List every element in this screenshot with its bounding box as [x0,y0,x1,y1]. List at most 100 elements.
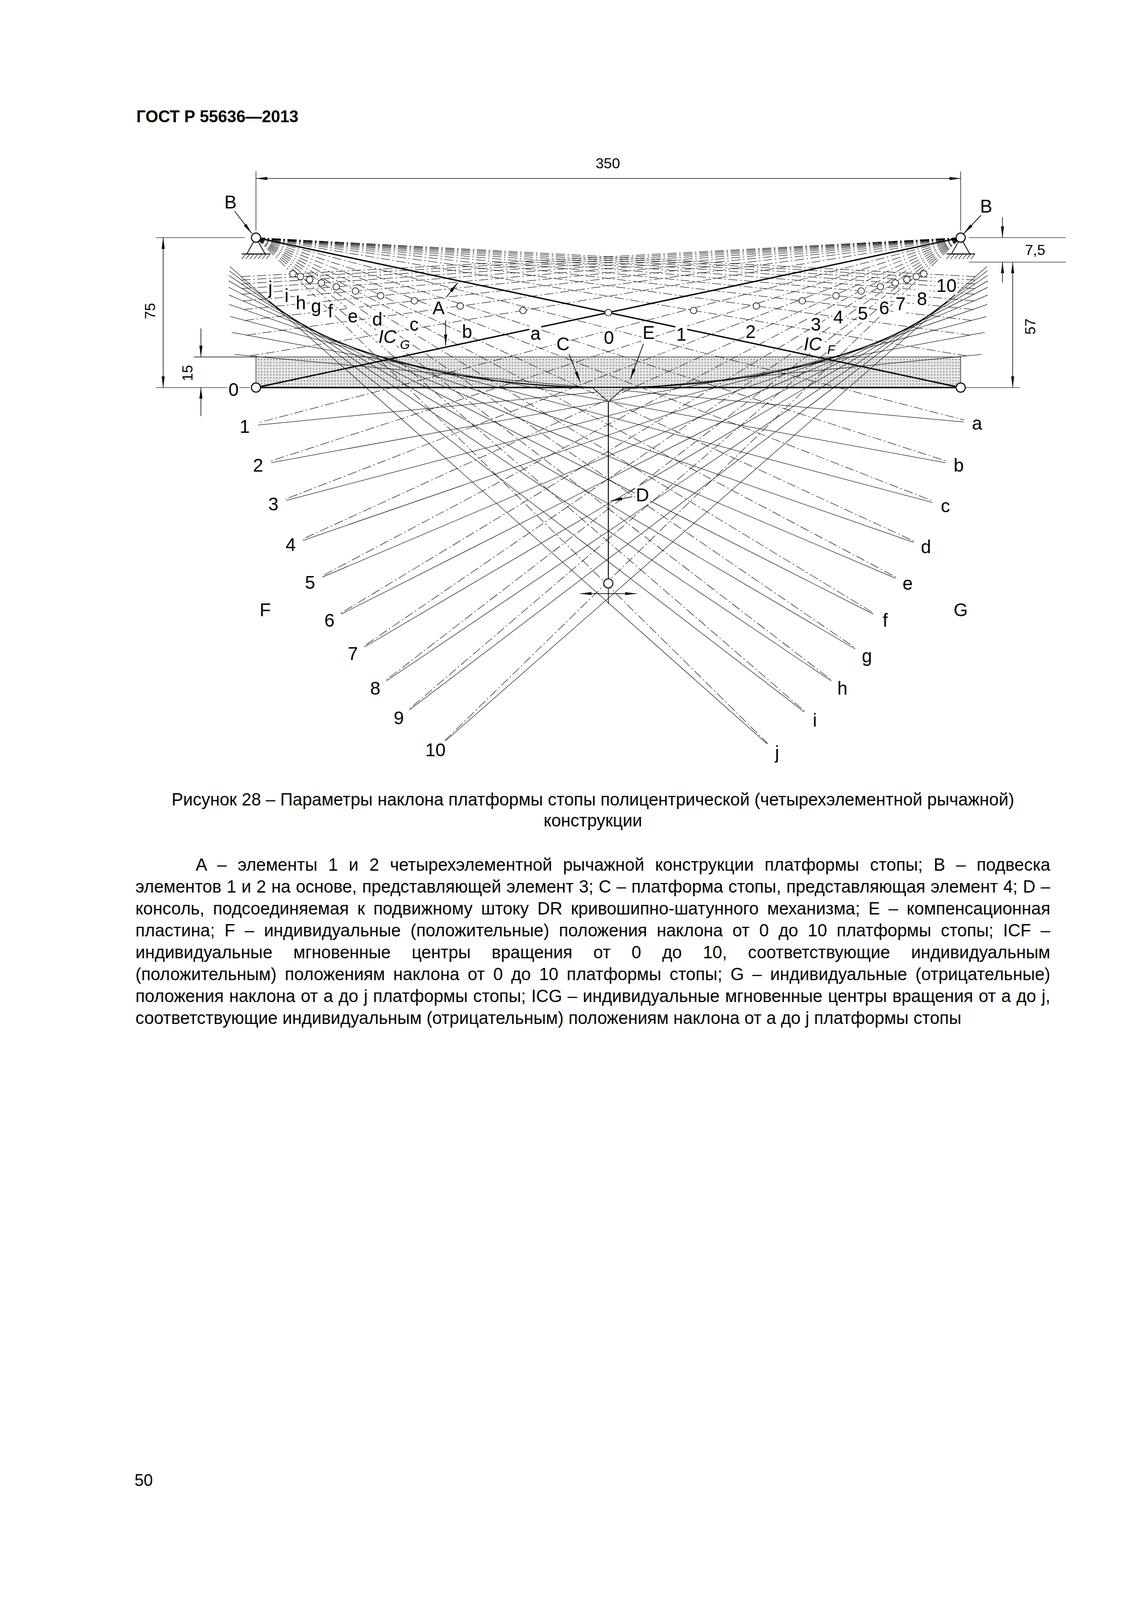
instant-centre [306,276,313,283]
instant-centre [798,297,806,304]
position-letter: b [952,456,965,475]
centre-symbol: IC [377,327,398,346]
instant-centre [903,276,910,283]
platform-position-line [230,316,933,503]
position-number: 4 [832,307,845,327]
position-number: 8 [369,679,382,698]
position-number: 10 [935,276,958,295]
ground-hatch [954,254,959,260]
instant-centre [913,273,920,280]
link-line [255,237,975,295]
link-line [242,237,961,289]
dimension-value: 57 [1022,317,1038,336]
instant-centre [297,273,304,280]
ground-hatch [254,254,259,260]
position-number: 6 [323,611,336,630]
instant-centre [876,283,884,291]
link-line [241,237,961,281]
ground-hatch [946,254,951,260]
console-line [607,588,609,604]
dimension-value: 7,5 [1023,242,1046,258]
position-letter: i [811,710,818,730]
motion-arrow [580,593,637,595]
instant-centre [920,270,927,277]
position-letter: c [939,496,951,515]
instant-centre [892,279,899,286]
leader-arrow [630,343,644,380]
position-letter: f [326,301,334,321]
platform-position-line [386,275,988,681]
callout-letter: B [979,197,994,216]
centre-symbol: IC [802,334,823,353]
page-number: 50 [133,1472,154,1489]
dimension-value: 15 [180,364,195,383]
dimension-line [200,328,202,358]
ground-hatch [262,254,267,260]
position-number: 7 [894,294,907,313]
console-mount [592,387,624,402]
dimension-value: 75 [142,301,158,321]
instant-centre [456,302,464,310]
instant-centre [857,287,865,295]
legend-note: A – элементы 1 и 2 четырехэлементной рыч… [135,853,1051,1029]
link-line [255,237,914,541]
position-number: 5 [856,304,869,323]
link-line [363,237,961,647]
instant-centre [690,307,697,314]
callout-letter: D [634,485,650,504]
link-line [255,237,874,613]
extension-line [193,356,256,358]
platform-position-line [229,270,805,713]
lever-element [255,237,961,388]
link-line [255,237,832,681]
position-number: 3 [809,315,822,334]
extension-line [255,171,257,231]
position-letter: d [371,310,384,329]
dimension-line [1012,262,1013,388]
position-letter: b [461,322,473,341]
ground-hatch [966,254,971,260]
link-line [255,237,976,281]
instant-centre [752,302,760,310]
leader-arrow [234,211,252,234]
ground-hatch [950,254,955,260]
centre-subscript: G [399,338,411,352]
drawing [155,171,1066,744]
instant-centre [377,292,384,299]
leader-arrow [569,353,581,383]
instant-centre [411,297,418,304]
link-line [246,237,961,336]
dimension-line [162,237,164,388]
extension-line [968,237,1066,238]
position-number: 5 [304,573,317,592]
position-letter: a [529,324,542,343]
position-number: 8 [915,289,928,308]
lever-element [255,237,961,388]
dimension-line [1002,262,1003,283]
link-line [243,237,961,310]
platform-position-line [228,280,856,649]
instant-centre [332,283,340,291]
position-letter: c [408,315,420,334]
instant-centre [519,307,527,314]
link-line [445,237,961,741]
link-line [249,237,961,356]
ground-hatch [958,254,963,260]
ground-hatch [266,254,271,260]
link-line [302,237,961,540]
dimension-line [1002,217,1003,238]
ground-hatch [258,254,263,260]
platform-position-line [303,304,988,541]
position-letter: i [283,286,290,305]
link-line [243,237,961,301]
position-letter: j [774,743,781,762]
running-header: ГОСТ Р 55636—2013 [135,108,300,125]
position-number: 1 [238,417,251,436]
ground-hatch [241,254,246,260]
position-letter: f [881,611,889,630]
leader-arrow [446,282,458,297]
console-line [607,401,609,579]
link-line [255,237,768,744]
ground-hatch [249,254,255,260]
